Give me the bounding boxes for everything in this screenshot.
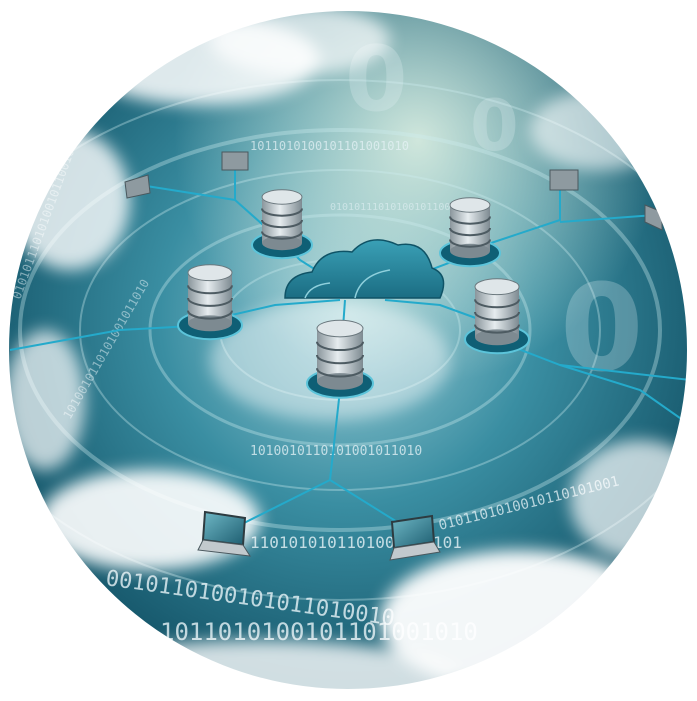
database-server-icon [177,264,243,341]
svg-text:1011010100101101001010: 1011010100101101001010 [250,139,409,153]
svg-text:0: 0 [560,260,644,399]
laptop-icon [389,514,441,561]
monitor-icon [124,174,151,199]
database-server-icon [464,278,530,355]
concentric-rings [8,79,688,601]
svg-text:0: 0 [470,85,519,167]
svg-text:0101011101010010110010: 0101011101010010110010 [330,202,462,213]
cloud-icon [284,239,445,299]
database-server-icon [439,197,501,268]
monitor-icon [221,151,249,171]
circle-frame [7,9,689,691]
monitor-icon [549,169,579,191]
database-server-icon [306,319,374,399]
laptop-icon [197,510,251,557]
database-server-icon [251,189,313,260]
svg-text:1010010110101001011010: 1010010110101001011010 [250,444,422,459]
